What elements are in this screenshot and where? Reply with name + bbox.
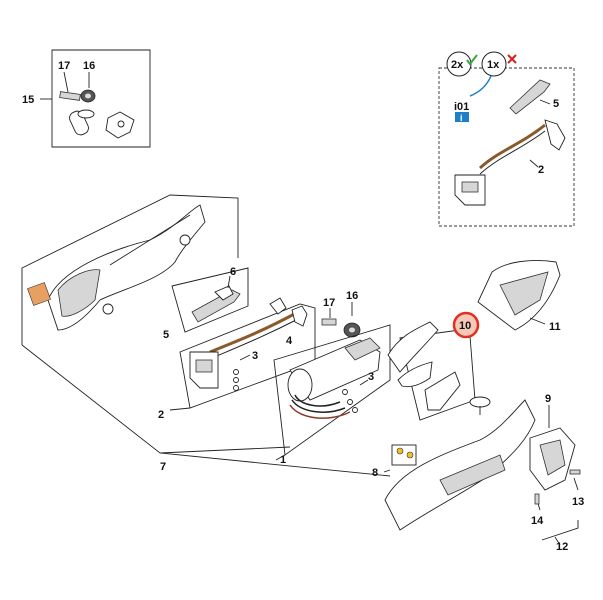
label-12: 12 xyxy=(556,541,568,553)
label-4: 4 xyxy=(286,335,293,347)
assembly-2-box xyxy=(169,297,316,411)
info-icon xyxy=(455,112,469,122)
label-1: 1 xyxy=(280,454,286,466)
inset-label-i01: i01 xyxy=(454,101,469,113)
label-6: 6 xyxy=(230,266,236,278)
housing-upper-part xyxy=(27,204,206,331)
label-16-top: 16 xyxy=(83,60,95,72)
housing-lower-part xyxy=(383,399,536,531)
label-8: 8 xyxy=(372,467,378,479)
inset-box xyxy=(438,51,575,227)
check-icon xyxy=(466,54,478,66)
label-5: 5 xyxy=(163,329,169,341)
assembly-1-box xyxy=(273,324,391,461)
part-11-cover xyxy=(477,260,561,331)
inset-label-2x: 2x xyxy=(451,59,464,71)
assembly-12-bracket xyxy=(534,469,581,546)
cross-icon xyxy=(507,54,517,64)
label-10: 10 xyxy=(459,320,471,332)
blade-assembly-10 xyxy=(387,321,491,421)
label-3-left: 3 xyxy=(252,350,258,362)
label-9: 9 xyxy=(545,393,551,405)
label-14: 14 xyxy=(531,515,544,527)
inset-label-2: 2 xyxy=(538,164,544,176)
label-17-middle: 17 xyxy=(323,297,335,309)
label-13: 13 xyxy=(572,496,584,508)
assembly-7-outline xyxy=(21,194,391,477)
fasteners-middle xyxy=(321,302,361,338)
label-17-top: 17 xyxy=(58,60,70,72)
part-9-side-cover xyxy=(529,405,576,491)
part-10-highlight-badge xyxy=(452,311,480,339)
label-7: 7 xyxy=(160,461,166,473)
label-16-middle: 16 xyxy=(346,290,358,302)
inset-info-glyph: i xyxy=(460,113,463,123)
assembly-15-box xyxy=(40,49,151,148)
inset-label-1x: 1x xyxy=(487,59,500,71)
label-11: 11 xyxy=(549,321,561,333)
label-3-right: 3 xyxy=(368,371,374,383)
label-15: 15 xyxy=(22,94,34,106)
inset-label-5: 5 xyxy=(553,98,559,110)
assembly-5-box xyxy=(171,267,249,333)
label-2: 2 xyxy=(158,409,164,421)
